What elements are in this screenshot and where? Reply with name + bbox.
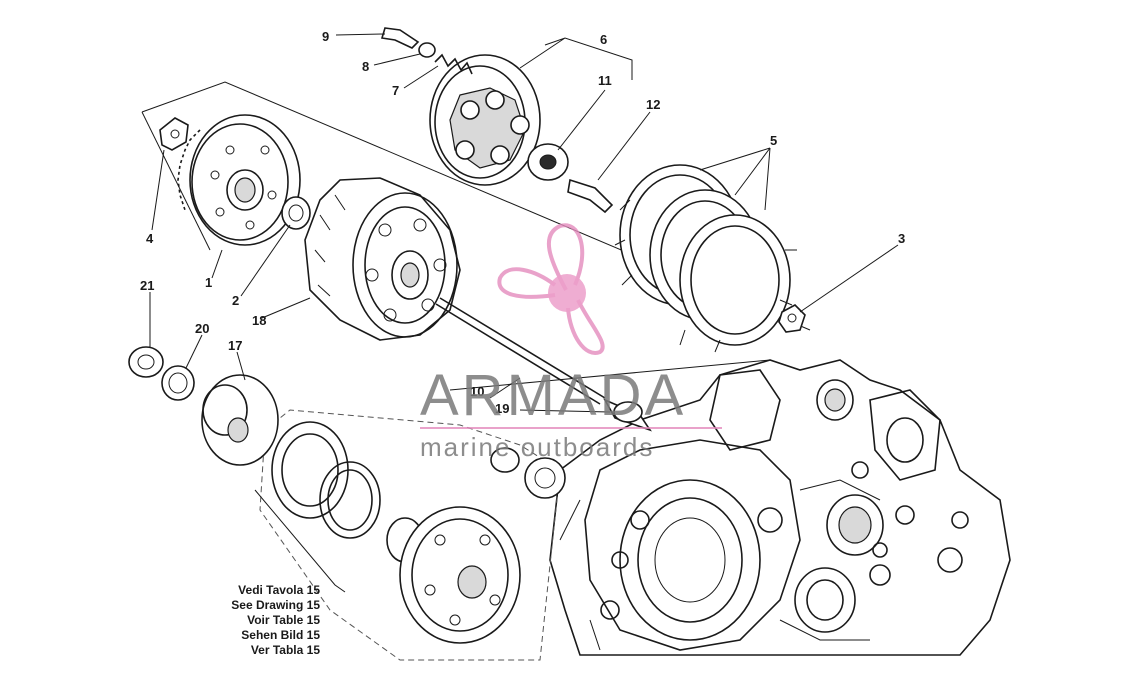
callout-18: 18 [252, 313, 266, 328]
callout-2: 2 [232, 293, 239, 308]
callout-12: 12 [646, 97, 660, 112]
note-line-fr: Voir Table 15 [247, 613, 320, 627]
callout-7: 7 [392, 83, 399, 98]
callout-20: 20 [195, 321, 209, 336]
part-11-bearing [527, 143, 569, 181]
part-20-washer [161, 365, 195, 401]
callout-11: 11 [598, 73, 612, 88]
explosion-frames [141, 81, 811, 661]
note-line-de: Sehen Bild 15 [241, 628, 320, 642]
callout-17: 17 [228, 338, 242, 353]
part-18-clutch-basket [304, 177, 461, 341]
propeller-logo-icon [497, 223, 605, 355]
part-8-washer [418, 42, 436, 58]
part-5-clutch-plates [614, 164, 797, 353]
part-2-washer [281, 196, 311, 230]
reference-note: Vedi Tavola 15 See Drawing 15 Voir Table… [231, 583, 320, 657]
callout-5: 5 [770, 133, 777, 148]
part-19-bushing [603, 398, 652, 432]
callout-3: 3 [898, 231, 905, 246]
part-10-pushrod [435, 297, 606, 405]
watermark-tagline: marine outboards [420, 432, 654, 462]
watermark-brand: ARMADA [420, 363, 686, 428]
callout-21: 21 [140, 278, 154, 293]
armada-watermark: ARMADA marine outboards [420, 223, 722, 462]
callout-10: 10 [470, 384, 484, 399]
part-6-pressure-plate [429, 54, 541, 186]
part-3-nut [778, 304, 806, 333]
callout-6: 6 [600, 32, 607, 47]
crankcase [549, 359, 1011, 656]
callout-19: 19 [495, 401, 509, 416]
part-12-pin [567, 178, 614, 214]
callout-9: 9 [322, 29, 329, 44]
note-line-en: See Drawing 15 [231, 598, 320, 612]
part-7-spring [434, 53, 473, 75]
callout-1: 1 [205, 275, 212, 290]
part-9-bolt [380, 27, 420, 49]
part-4-bracket [159, 117, 189, 151]
callout-labels: 9 8 7 6 11 12 5 3 4 1 2 18 21 20 17 10 1… [140, 29, 905, 416]
note-line-it: Vedi Tavola 15 [238, 583, 320, 597]
part-1-clutch-housing [177, 114, 301, 246]
callout-8: 8 [362, 59, 369, 74]
callout-4: 4 [146, 231, 154, 246]
part-21-nut [128, 346, 164, 378]
note-line-es: Ver Tabla 15 [251, 643, 320, 657]
part-17-gear [201, 374, 279, 466]
lower-gear-assembly [271, 421, 566, 644]
leader-lines [149, 33, 899, 413]
